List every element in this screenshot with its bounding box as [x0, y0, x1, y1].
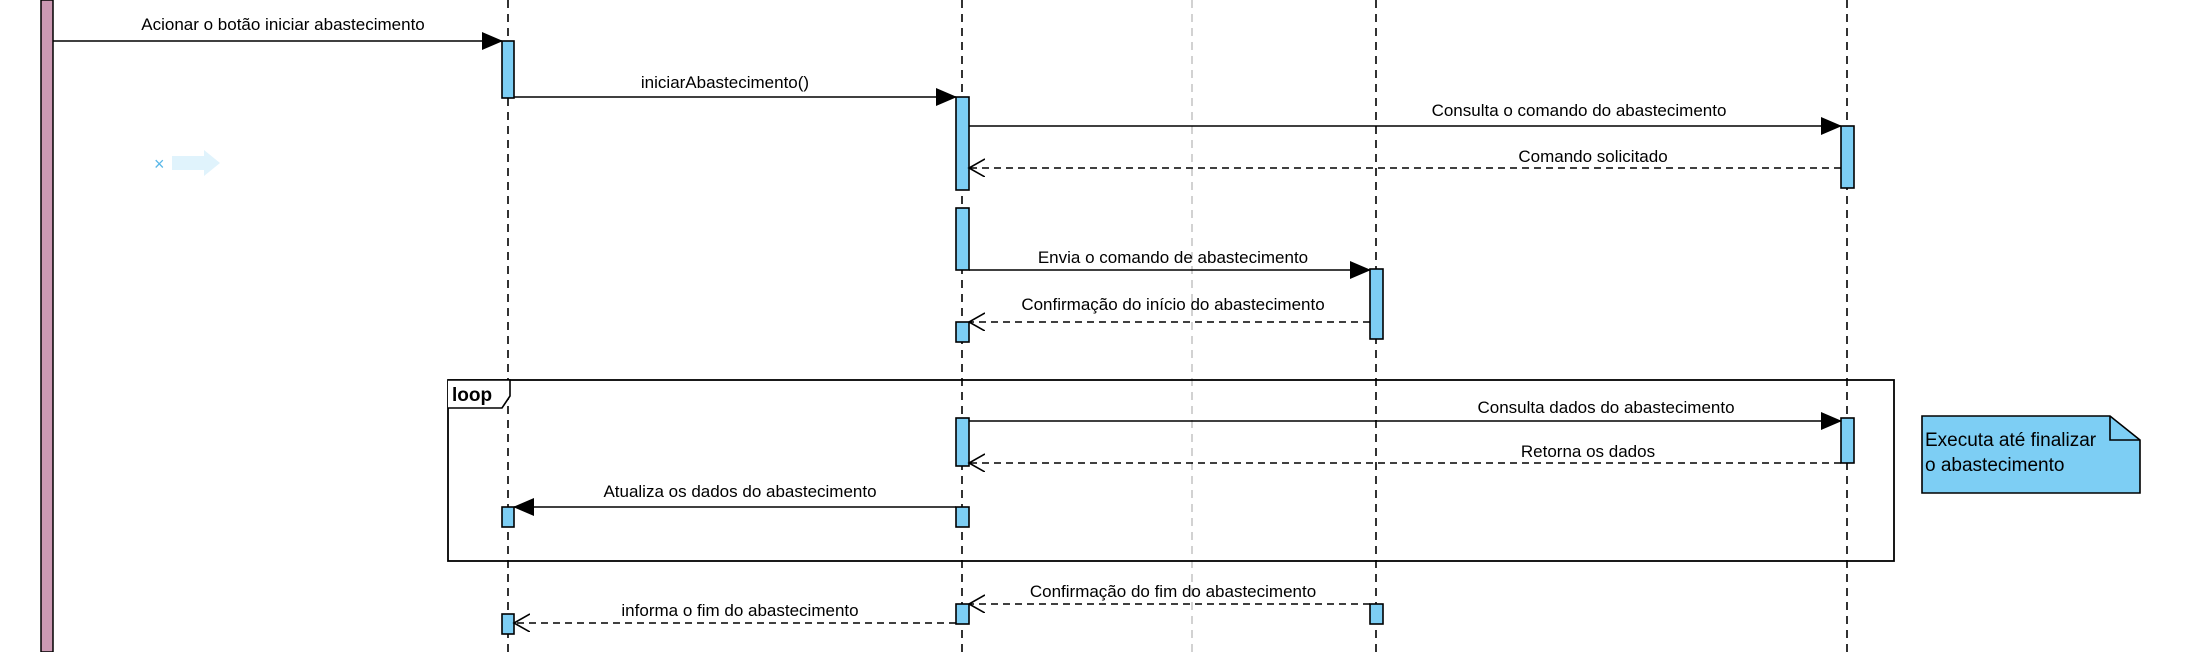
- message-label: Consulta dados do abastecimento: [1477, 398, 1734, 417]
- message-5: Envia o comando de abastecimento: [969, 248, 1371, 279]
- message-7: Consulta dados do abastecimento: [969, 398, 1842, 430]
- note: Executa até finalizar o abastecimento: [1921, 415, 2141, 494]
- message-label: Consulta o comando do abastecimento: [1432, 101, 1727, 120]
- message-2: iniciarAbastecimento(): [514, 73, 957, 106]
- note-text-line1: Executa até finalizar: [1925, 430, 2097, 451]
- message-label: Confirmação do início do abastecimento: [1021, 295, 1324, 314]
- activation-box: [501, 613, 515, 635]
- activation-box: [501, 506, 515, 528]
- message-label: Comando solicitado: [1518, 147, 1667, 166]
- activation-box: [1369, 268, 1384, 340]
- activation-box: [1369, 603, 1384, 625]
- message-label: Retorna os dados: [1521, 442, 1655, 461]
- message-1: Acionar o botão iniciar abastecimento: [53, 15, 503, 50]
- activation-box: [955, 603, 970, 625]
- message-3: Consulta o comando do abastecimento: [969, 101, 1842, 135]
- connector-hint-icon[interactable]: ×: [154, 150, 220, 176]
- activation-box: [955, 417, 970, 467]
- loop-frame: loop: [447, 379, 1895, 562]
- activation-box: [955, 506, 970, 528]
- message-4: Comando solicitado: [969, 147, 1841, 168]
- loop-label: loop: [452, 385, 492, 406]
- message-label: Confirmação do fim do abastecimento: [1030, 582, 1316, 601]
- activation-box: [1840, 125, 1855, 189]
- message-6: Confirmação do início do abastecimento: [969, 295, 1370, 322]
- message-11: informa o fim do abastecimento: [514, 601, 956, 623]
- message-10: Confirmação do fim do abastecimento: [969, 582, 1370, 604]
- actor-lifeline-bar: [40, 0, 54, 652]
- activation-box: [501, 40, 515, 99]
- activation-box: [955, 207, 970, 271]
- note-text-line2: o abastecimento: [1925, 455, 2064, 476]
- svg-text:×: ×: [154, 154, 165, 174]
- message-label: Envia o comando de abastecimento: [1038, 248, 1308, 267]
- message-9: Atualiza os dados do abastecimento: [513, 482, 956, 516]
- message-label: informa o fim do abastecimento: [621, 601, 858, 620]
- message-label: Acionar o botão iniciar abastecimento: [141, 15, 425, 34]
- activation-box: [955, 321, 970, 343]
- message-8: Retorna os dados: [969, 442, 1841, 463]
- message-label: iniciarAbastecimento(): [641, 73, 809, 92]
- message-label: Atualiza os dados do abastecimento: [603, 482, 876, 501]
- activation-box: [1840, 417, 1855, 464]
- activation-box: [955, 96, 970, 191]
